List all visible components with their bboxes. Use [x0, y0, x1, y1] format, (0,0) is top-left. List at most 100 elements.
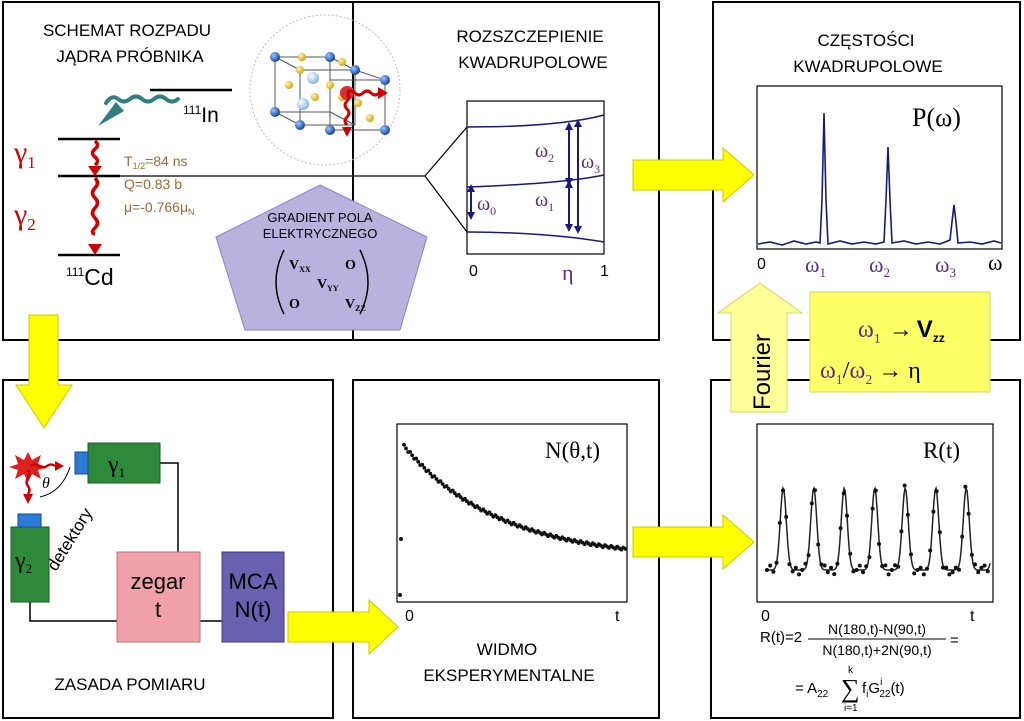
- angle-label: θ: [42, 475, 50, 492]
- rt-point: [841, 491, 846, 496]
- rt-point: [889, 568, 894, 572]
- formula-sum-bottom: i=1: [844, 703, 858, 714]
- splitting-axis-start: 0: [469, 263, 478, 280]
- spectrum-point: [452, 491, 457, 496]
- rt-plot-label: R(t): [923, 438, 960, 463]
- spectrum-point: [410, 453, 414, 458]
- rt-point: [803, 561, 808, 566]
- gamma2-label: γ2: [13, 198, 36, 234]
- rt-point: [861, 570, 865, 575]
- omega2-label: ω2: [535, 140, 554, 165]
- rt-point: [848, 551, 853, 556]
- efg-label-line1: GRADIENT POLA: [267, 210, 373, 225]
- panel-measurement-setup: [2, 379, 334, 719]
- gamma2-transition-arrow: [90, 176, 100, 236]
- rt-point: [941, 565, 945, 570]
- spectrum-point: [398, 593, 402, 597]
- rt-point: [925, 566, 929, 571]
- rt-point: [765, 568, 769, 572]
- formula-second-line: = A22: [795, 680, 829, 700]
- mca-label-line1: MCA: [229, 569, 278, 594]
- electron-capture-arrow: [104, 94, 180, 105]
- omega2-arrow: [565, 122, 573, 186]
- rt-point: [886, 572, 891, 577]
- spectrum-point: [458, 495, 463, 500]
- rt-point: [921, 572, 926, 577]
- decay-title-line2: JĄDRA PRÓBNIKA: [56, 47, 204, 66]
- spectrum-point: [450, 488, 455, 493]
- svg-text:VXX: VXX: [289, 258, 311, 274]
- spectrum-data-points: [398, 442, 628, 597]
- parameter-box: ω1→Vzz ω1/ω2→η: [809, 291, 991, 393]
- quadrupole-frequencies: CZĘSTOŚCI KWADRUPOLOWE P(ω) 0 ω1 ω2 ω3 ω: [756, 31, 1003, 280]
- magnetic-moment-label: μ=-0.766μN: [124, 199, 195, 217]
- gamma1-arrowhead: [88, 166, 102, 176]
- rt-point: [800, 567, 805, 572]
- spectrum-point: [414, 456, 419, 461]
- fourier-label: Fourier: [749, 334, 776, 410]
- formula-sum-sign: ∑: [841, 674, 860, 703]
- flow-arrow-to-frequencies: [632, 146, 755, 204]
- wiring: [29, 462, 222, 622]
- spectrum-point: [444, 484, 449, 488]
- svg-text:O: O: [345, 258, 356, 273]
- rt-point: [905, 512, 910, 517]
- rt-point: [893, 563, 897, 568]
- formula-lhs: R(t)=2: [760, 629, 802, 646]
- frequency-plot-label: P(ω): [912, 103, 961, 132]
- spectrum-point: [440, 482, 445, 486]
- splitting-axis-end: 1: [600, 263, 609, 280]
- rt-point: [928, 548, 933, 553]
- spectrum-point: [428, 471, 433, 476]
- omega0-arrow: [467, 184, 475, 220]
- rt-point: [784, 514, 789, 519]
- measurement-setup: γ1 γ2 θ detektory zegar t MCA N(t) ZASAD…: [9, 442, 285, 694]
- gamma1-detector-window: [74, 451, 89, 475]
- rt-point: [963, 484, 968, 489]
- mca-box: [221, 551, 285, 643]
- rt-data-points: [765, 483, 990, 577]
- flow-arrow-to-r-function: [632, 513, 755, 571]
- gamma2-detector-window: [17, 513, 42, 528]
- gamma-ray-to-detector1: [30, 461, 64, 471]
- rt-point: [777, 520, 782, 525]
- omega3-arrow: [574, 119, 582, 234]
- rt-point: [912, 571, 917, 576]
- r-function: R(t) 0 t R(t)=2 N(180,t)-N(90,t) N(180,t…: [756, 423, 994, 714]
- rt-point: [899, 529, 904, 534]
- rt-point: [813, 488, 817, 493]
- splitting-title-line2: KWADRUPOLOWE: [458, 53, 608, 72]
- rt-point: [819, 562, 824, 567]
- rt-point: [909, 552, 913, 557]
- rt-point: [854, 568, 859, 572]
- crystal-lattice-illustration: [249, 14, 401, 166]
- spectrum-point: [446, 486, 451, 491]
- rt-point: [787, 562, 792, 567]
- rt-point: [822, 563, 827, 568]
- setup-title: ZASADA POMIARU: [54, 675, 205, 694]
- rt-point: [829, 565, 833, 570]
- splitting-plot-frame: [466, 100, 605, 255]
- spectrum-point: [399, 537, 403, 541]
- rt-point: [832, 572, 837, 577]
- spectrum-point: [434, 477, 439, 481]
- rt-point: [931, 509, 936, 514]
- param-line1: ω1→Vzz: [858, 316, 945, 347]
- experimental-spectrum: N(θ,t) 0 t WIDMO EKSPERYMENTALNE: [396, 423, 628, 685]
- gamma2-arrowhead: [88, 244, 102, 255]
- quadrupole-moment-label: Q=0.83 b: [124, 176, 182, 192]
- frequency-spectrum-line: [757, 112, 1002, 246]
- rt-plot-frame: [756, 423, 994, 603]
- quadrupole-splitting: ROZSZCZEPIENIE KWADRUPOLOWE ω0 ω2 ω1: [456, 27, 609, 285]
- param-line2: ω1/ω2→η: [820, 358, 921, 388]
- spectrum-title-line1: WIDMO: [477, 640, 537, 659]
- gamma1-label: γ1: [13, 136, 36, 172]
- rt-axis-end: t: [970, 608, 975, 625]
- half-life-label: T1/2=84 ns: [124, 153, 188, 171]
- rt-point: [944, 565, 949, 570]
- rt-point: [873, 488, 878, 493]
- omega0-label: ω0: [477, 193, 496, 218]
- rt-point: [883, 563, 888, 568]
- efg-pentagon: [215, 184, 428, 331]
